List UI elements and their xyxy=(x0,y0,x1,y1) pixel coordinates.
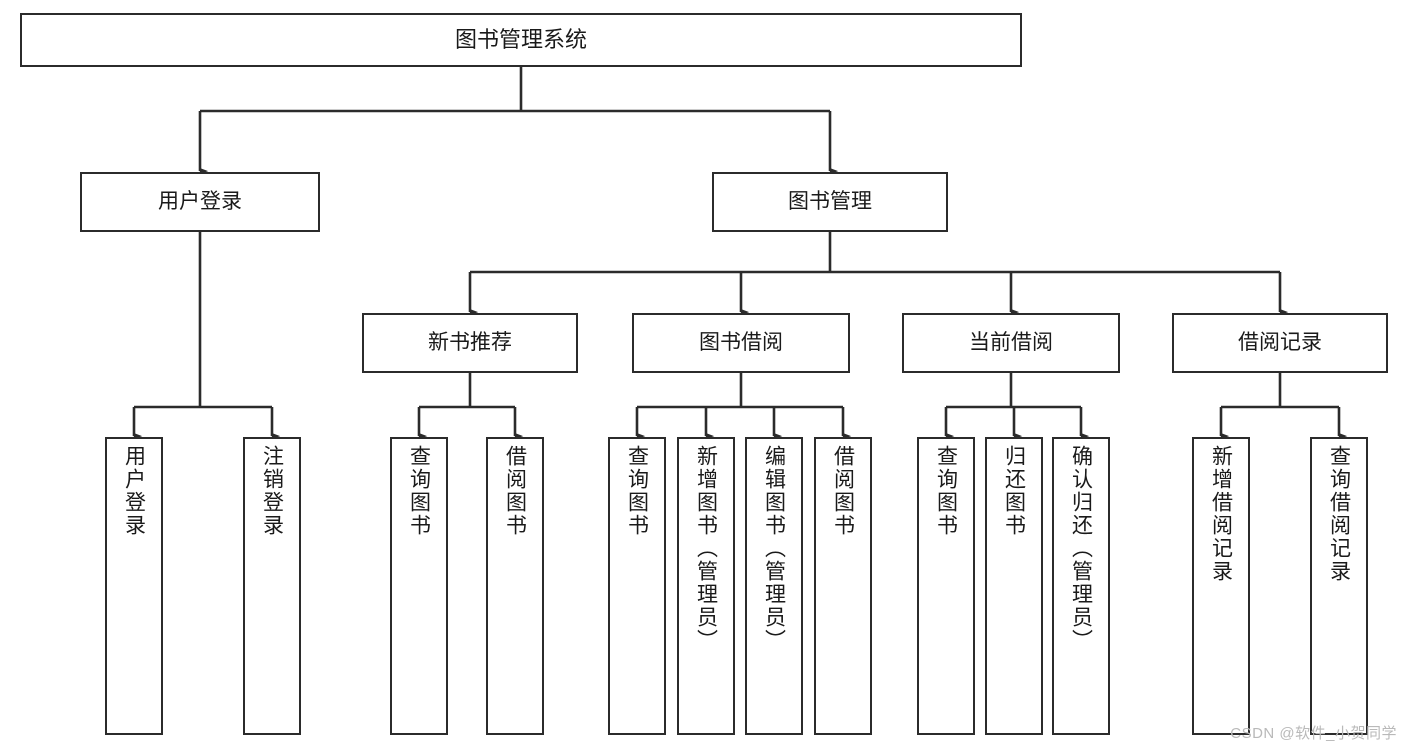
node-leaf-logout[interactable]: 注销登录 xyxy=(243,437,301,735)
node-label: 借阅图书 xyxy=(503,445,527,537)
node-leaf-query-book-bor[interactable]: 查询图书 xyxy=(608,437,666,735)
node-borrow-record[interactable]: 借阅记录 xyxy=(1172,313,1388,373)
node-leaf-edit-book[interactable]: 编辑图书（管理员） xyxy=(745,437,803,735)
node-label: 查询图书 xyxy=(625,445,649,537)
node-label: 图书借阅 xyxy=(699,331,783,355)
node-label: 新增借阅记录 xyxy=(1209,445,1233,583)
watermark-text: CSDN @软件_小贺同学 xyxy=(1230,725,1397,742)
node-leaf-return-book[interactable]: 归还图书 xyxy=(985,437,1043,735)
node-label: 归还图书 xyxy=(1002,445,1026,537)
node-current-borrow[interactable]: 当前借阅 xyxy=(902,313,1120,373)
node-label: 借阅图书 xyxy=(831,445,855,537)
node-label: 用户登录 xyxy=(158,190,242,214)
node-label: 用户登录 xyxy=(122,445,146,537)
node-new-book-rec[interactable]: 新书推荐 xyxy=(362,313,578,373)
node-label: 当前借阅 xyxy=(969,331,1053,355)
node-user-login[interactable]: 用户登录 xyxy=(80,172,320,232)
node-label: 确认归还（管理员） xyxy=(1069,445,1093,652)
node-label: 编辑图书（管理员） xyxy=(762,445,786,652)
node-label: 新书推荐 xyxy=(428,331,512,355)
node-leaf-borrow-book-bor[interactable]: 借阅图书 xyxy=(814,437,872,735)
node-label: 图书管理 xyxy=(788,190,872,214)
node-root[interactable]: 图书管理系统 xyxy=(20,13,1022,67)
node-label: 新增图书（管理员） xyxy=(694,445,718,652)
node-label: 查询图书 xyxy=(934,445,958,537)
node-leaf-borrow-book-rec[interactable]: 借阅图书 xyxy=(486,437,544,735)
node-leaf-query-book-rec[interactable]: 查询图书 xyxy=(390,437,448,735)
node-book-mgmt[interactable]: 图书管理 xyxy=(712,172,948,232)
node-leaf-query-book-cur[interactable]: 查询图书 xyxy=(917,437,975,735)
node-label: 注销登录 xyxy=(260,445,284,537)
node-leaf-add-record[interactable]: 新增借阅记录 xyxy=(1192,437,1250,735)
node-label: 查询借阅记录 xyxy=(1327,445,1351,583)
node-label: 借阅记录 xyxy=(1238,331,1322,355)
node-label: 图书管理系统 xyxy=(454,26,587,52)
node-leaf-add-book[interactable]: 新增图书（管理员） xyxy=(677,437,735,735)
node-leaf-user-login[interactable]: 用户登录 xyxy=(105,437,163,735)
node-leaf-confirm-return[interactable]: 确认归还（管理员） xyxy=(1052,437,1110,735)
node-label: 查询图书 xyxy=(407,445,431,537)
node-leaf-query-record[interactable]: 查询借阅记录 xyxy=(1310,437,1368,735)
node-book-borrow[interactable]: 图书借阅 xyxy=(632,313,850,373)
